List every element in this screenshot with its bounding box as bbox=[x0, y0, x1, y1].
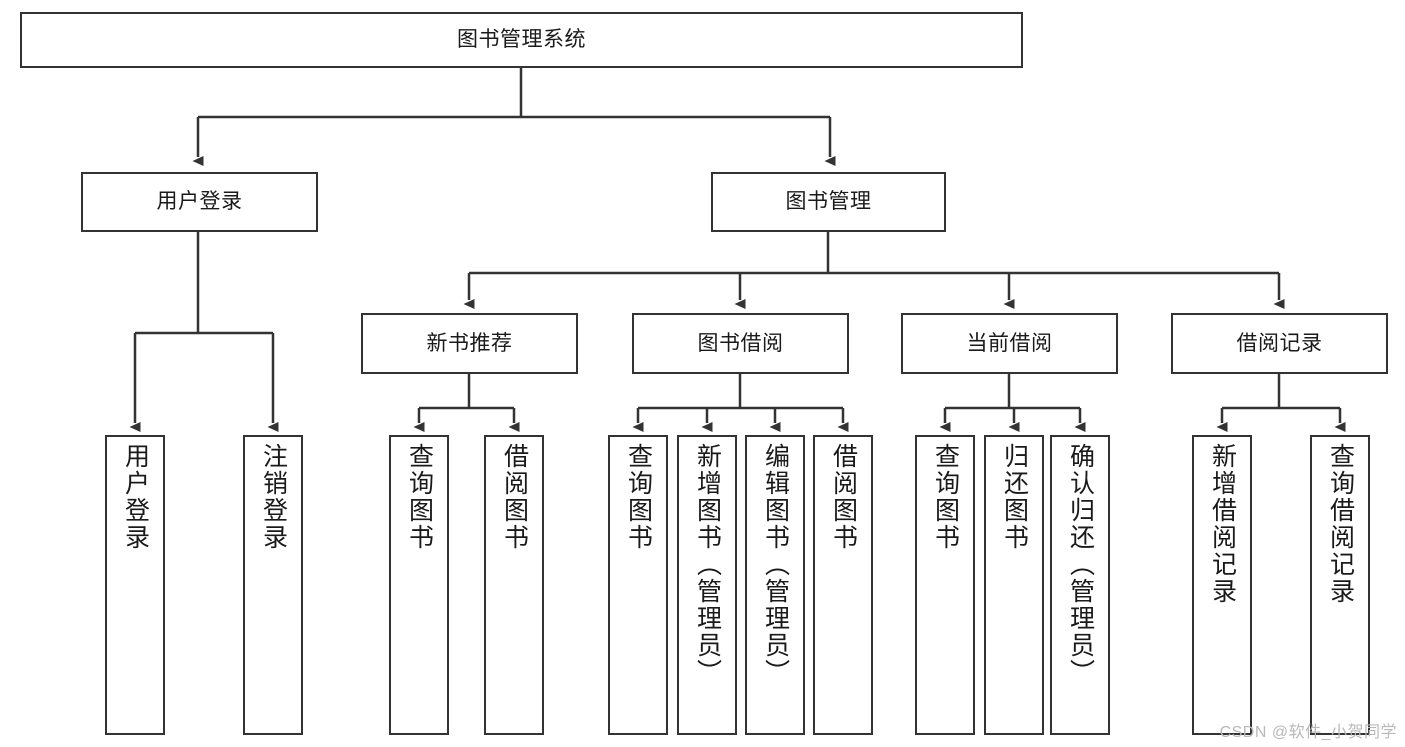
leaf-label: 确认归还（管理员） bbox=[1066, 443, 1095, 686]
leaf-new-book-query[interactable]: 查询图书 bbox=[389, 435, 449, 735]
leaf-borrow-borrow-book[interactable]: 借阅图书 bbox=[813, 435, 873, 735]
node-current-borrow[interactable]: 当前借阅 bbox=[901, 313, 1118, 374]
leaf-record-query[interactable]: 查询借阅记录 bbox=[1310, 435, 1370, 735]
node-borrow-record-label: 借阅记录 bbox=[1236, 331, 1323, 355]
node-book-borrow[interactable]: 图书借阅 bbox=[632, 313, 849, 374]
leaf-label: 查询图书 bbox=[931, 443, 960, 551]
leaf-user-login-login[interactable]: 用户登录 bbox=[105, 435, 165, 735]
node-user-login-label: 用户登录 bbox=[156, 190, 243, 214]
leaf-borrow-add-book[interactable]: 新增图书（管理员） bbox=[677, 435, 737, 735]
node-root[interactable]: 图书管理系统 bbox=[20, 12, 1023, 68]
leaf-borrow-query-book[interactable]: 查询图书 bbox=[608, 435, 668, 735]
node-book-borrow-label: 图书借阅 bbox=[697, 331, 784, 355]
leaf-label: 注销登录 bbox=[259, 443, 288, 551]
leaf-label: 查询图书 bbox=[405, 443, 434, 551]
node-current-borrow-label: 当前借阅 bbox=[966, 331, 1053, 355]
leaf-label: 新增图书（管理员） bbox=[693, 443, 722, 686]
leaf-current-confirm-return[interactable]: 确认归还（管理员） bbox=[1050, 435, 1110, 735]
leaf-new-book-borrow[interactable]: 借阅图书 bbox=[484, 435, 544, 735]
leaf-borrow-edit-book[interactable]: 编辑图书（管理员） bbox=[745, 435, 805, 735]
leaf-user-login-logout[interactable]: 注销登录 bbox=[243, 435, 303, 735]
leaf-label: 归还图书 bbox=[1000, 443, 1029, 551]
node-book-management[interactable]: 图书管理 bbox=[711, 172, 946, 232]
leaf-label: 借阅图书 bbox=[500, 443, 529, 551]
leaf-label: 新增借阅记录 bbox=[1208, 443, 1237, 605]
node-root-label: 图书管理系统 bbox=[457, 28, 586, 52]
leaf-label: 编辑图书（管理员） bbox=[761, 443, 790, 686]
leaf-label: 借阅图书 bbox=[829, 443, 858, 551]
node-borrow-record[interactable]: 借阅记录 bbox=[1171, 313, 1388, 374]
leaf-label: 查询借阅记录 bbox=[1326, 443, 1355, 605]
leaf-current-query-book[interactable]: 查询图书 bbox=[915, 435, 975, 735]
node-user-login[interactable]: 用户登录 bbox=[81, 172, 318, 232]
leaf-record-add[interactable]: 新增借阅记录 bbox=[1192, 435, 1252, 735]
leaf-label: 查询图书 bbox=[624, 443, 653, 551]
node-book-management-label: 图书管理 bbox=[785, 190, 872, 214]
leaf-current-return-book[interactable]: 归还图书 bbox=[984, 435, 1044, 735]
leaf-label: 用户登录 bbox=[121, 443, 150, 551]
node-new-book-recommend[interactable]: 新书推荐 bbox=[361, 313, 578, 374]
node-new-book-recommend-label: 新书推荐 bbox=[426, 331, 513, 355]
watermark: CSDN @软件_小贺同学 bbox=[1219, 724, 1397, 741]
